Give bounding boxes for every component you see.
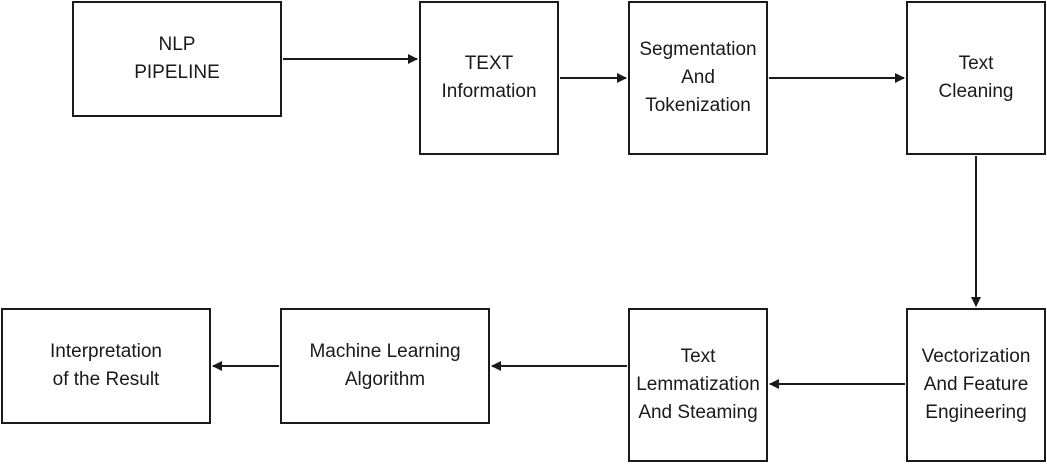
node-label: Segmentation And Tokenization bbox=[639, 39, 757, 116]
node-label: Text Cleaning bbox=[938, 53, 1014, 102]
node-label: Machine Learning Algorithm bbox=[309, 341, 461, 390]
node-text-information: TEXT Information bbox=[419, 1, 559, 155]
node-lemmatization-steaming: Text Lemmatization And Steaming bbox=[628, 308, 768, 462]
node-nlp-pipeline: NLP PIPELINE bbox=[72, 1, 282, 117]
node-interpretation-result: Interpretation of the Result bbox=[1, 308, 211, 424]
node-label: Interpretation of the Result bbox=[50, 341, 162, 390]
node-vectorization-feature-engineering: Vectorization And Feature Engineering bbox=[906, 308, 1046, 462]
node-label: NLP PIPELINE bbox=[134, 34, 220, 83]
node-segmentation-tokenization: Segmentation And Tokenization bbox=[628, 1, 768, 155]
node-text-cleaning: Text Cleaning bbox=[906, 1, 1046, 155]
node-machine-learning-algorithm: Machine Learning Algorithm bbox=[280, 308, 490, 424]
node-label: Text Lemmatization And Steaming bbox=[636, 346, 760, 423]
node-label: TEXT Information bbox=[441, 53, 537, 102]
node-label: Vectorization And Feature Engineering bbox=[921, 346, 1031, 423]
